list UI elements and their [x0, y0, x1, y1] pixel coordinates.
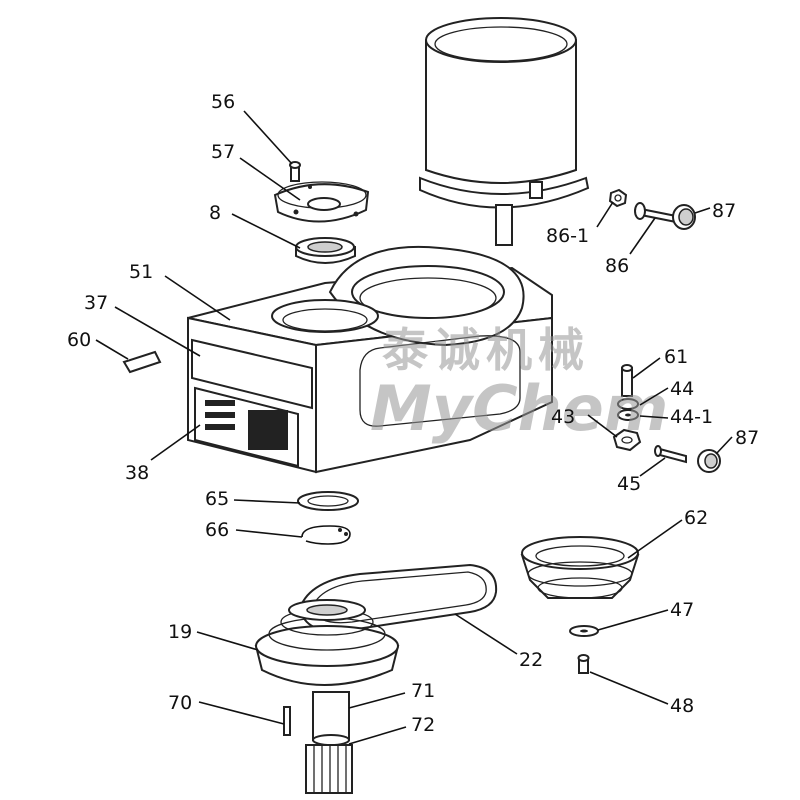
part-labels: 56 57 8 51 37 60 38 65 66 19 70 71 72 22… [67, 91, 759, 736]
spline-72 [305, 744, 353, 794]
pin-61 [621, 364, 633, 397]
stud-45 [654, 445, 687, 464]
label-38: 38 [125, 462, 149, 484]
nut-43 [612, 428, 642, 452]
label-86: 86 [605, 255, 629, 277]
knob-87-lower [697, 449, 721, 473]
leader-lines [95, 110, 733, 745]
label-65: 65 [205, 488, 229, 510]
label-86-1: 86-1 [546, 225, 589, 247]
label-37: 37 [84, 292, 108, 314]
label-71: 71 [411, 680, 435, 702]
circlip-66 [301, 525, 351, 545]
screw-56 [289, 161, 301, 182]
tag-60 [122, 350, 162, 374]
pulley-19 [254, 599, 400, 686]
bearing-8 [295, 237, 356, 264]
shaft-71 [312, 691, 350, 746]
label-70: 70 [168, 692, 192, 714]
label-61: 61 [664, 346, 688, 368]
label-51: 51 [129, 261, 153, 283]
label-47: 47 [670, 599, 694, 621]
label-72: 72 [411, 714, 435, 736]
watermark-chinese: 泰诚机械 [382, 323, 590, 377]
housing-51 [187, 246, 553, 474]
label-43: 43 [551, 406, 575, 428]
label-66: 66 [205, 519, 229, 541]
label-19: 19 [168, 621, 192, 643]
label-44: 44 [670, 378, 694, 400]
washer-47 [569, 625, 599, 637]
label-8: 8 [209, 202, 221, 224]
watermark-latin: MyChem [370, 372, 668, 445]
label-22: 22 [519, 649, 543, 671]
label-56: 56 [211, 91, 235, 113]
flange-cover-57 [273, 181, 370, 223]
label-45: 45 [617, 473, 641, 495]
washer-44-1 [617, 409, 639, 421]
label-87-lower: 87 [735, 427, 759, 449]
motor [419, 17, 590, 246]
label-44-1: 44-1 [670, 406, 713, 428]
knob-87-top [672, 204, 696, 230]
ring-65 [297, 491, 359, 511]
pin-70 [283, 706, 291, 736]
label-48: 48 [670, 695, 694, 717]
pulley-62 [520, 536, 640, 599]
label-57: 57 [211, 141, 235, 163]
label-60: 60 [67, 329, 91, 351]
bolt-86 [634, 202, 677, 224]
label-87-top: 87 [712, 200, 736, 222]
screw-48 [577, 654, 590, 674]
label-62: 62 [684, 507, 708, 529]
nut-86-1 [608, 188, 628, 208]
